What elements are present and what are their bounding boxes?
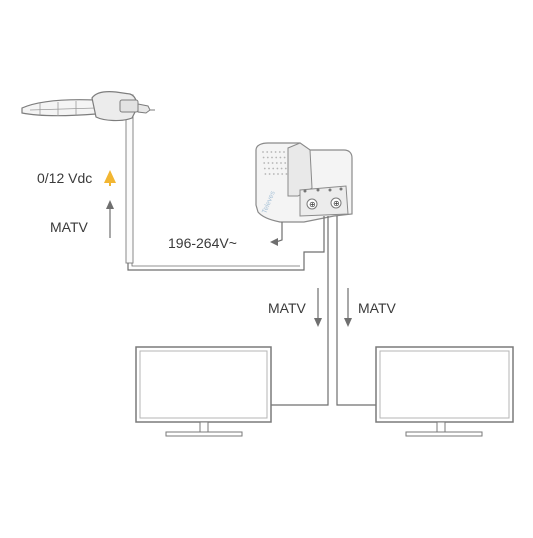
tv-right-bezel — [379, 350, 510, 419]
vent-hole — [262, 151, 264, 153]
label-matv-down-right: MATV — [358, 300, 397, 316]
antenna-boom-detail — [29, 107, 97, 111]
tv-left-stand — [165, 431, 243, 437]
vent-hole — [284, 167, 287, 170]
vent-hole — [271, 162, 274, 164]
dc-power-up-arrow — [104, 170, 116, 183]
connector-pin — [339, 187, 343, 191]
vent-hole — [280, 162, 282, 164]
vent-hole — [284, 162, 287, 164]
vent-hole — [272, 167, 275, 170]
label-voltage-dc: 0/12 Vdc — [37, 170, 92, 186]
matv-down-arrow-left — [314, 288, 322, 327]
connector-port-1 — [306, 198, 318, 210]
connector-port-2 — [330, 197, 342, 209]
tv-right-stand — [405, 431, 483, 437]
psu-vent-grille — [262, 151, 288, 175]
label-mains: 196-264V~ — [168, 235, 237, 251]
vent-hole — [267, 162, 270, 164]
vent-hole — [268, 173, 271, 175]
cable-mast-to-psu — [127, 216, 325, 271]
coax-cables — [127, 216, 378, 406]
mast-clamp — [119, 99, 139, 113]
vent-hole — [263, 167, 266, 170]
vent-hole — [263, 162, 266, 164]
vent-hole — [266, 151, 269, 153]
tv-left — [135, 346, 272, 437]
cable-psu-to-tv-right — [336, 216, 378, 406]
vent-hole — [272, 173, 275, 175]
vent-hole — [275, 162, 278, 164]
matv-down-arrow-right — [344, 288, 352, 327]
vent-hole — [280, 167, 283, 170]
mains-arrow — [270, 238, 278, 246]
vent-hole — [266, 156, 269, 159]
vent-hole — [285, 173, 288, 175]
vent-hole — [283, 151, 285, 153]
vent-hole — [268, 167, 270, 170]
antenna-tip — [137, 103, 151, 114]
connector-pin — [303, 189, 307, 193]
vent-hole — [271, 156, 273, 159]
vent-hole — [279, 156, 282, 159]
tv-left-bezel — [139, 350, 268, 419]
label-matv-down-left: MATV — [268, 300, 307, 316]
tv-right-neck — [436, 421, 446, 433]
vent-hole — [283, 156, 286, 159]
vent-hole — [281, 173, 284, 175]
vent-hole — [275, 156, 278, 159]
vent-hole — [274, 151, 277, 153]
psu-side-face — [287, 142, 313, 197]
power-supply-unit: Televes ⊕ ⊕ — [255, 142, 353, 246]
vent-hole — [264, 173, 267, 175]
connector-pin — [328, 188, 332, 192]
tv-left-neck — [199, 421, 209, 433]
connector-pin — [316, 188, 320, 192]
vent-hole — [277, 173, 279, 175]
cable-psu-to-tv-left — [268, 216, 329, 406]
cable-mast-inner — [131, 263, 300, 267]
tv-right — [375, 346, 514, 437]
vent-hole — [270, 151, 273, 153]
mast-pole — [125, 94, 134, 264]
antenna-assembly — [21, 91, 155, 264]
vent-hole — [276, 167, 279, 170]
matv-up-arrow — [106, 200, 114, 238]
connector-screw-1: ⊕ — [309, 200, 316, 209]
vent-hole — [262, 156, 265, 159]
connector-screw-2: ⊕ — [333, 199, 340, 208]
label-matv-up: MATV — [50, 219, 89, 235]
vent-hole — [278, 151, 281, 153]
